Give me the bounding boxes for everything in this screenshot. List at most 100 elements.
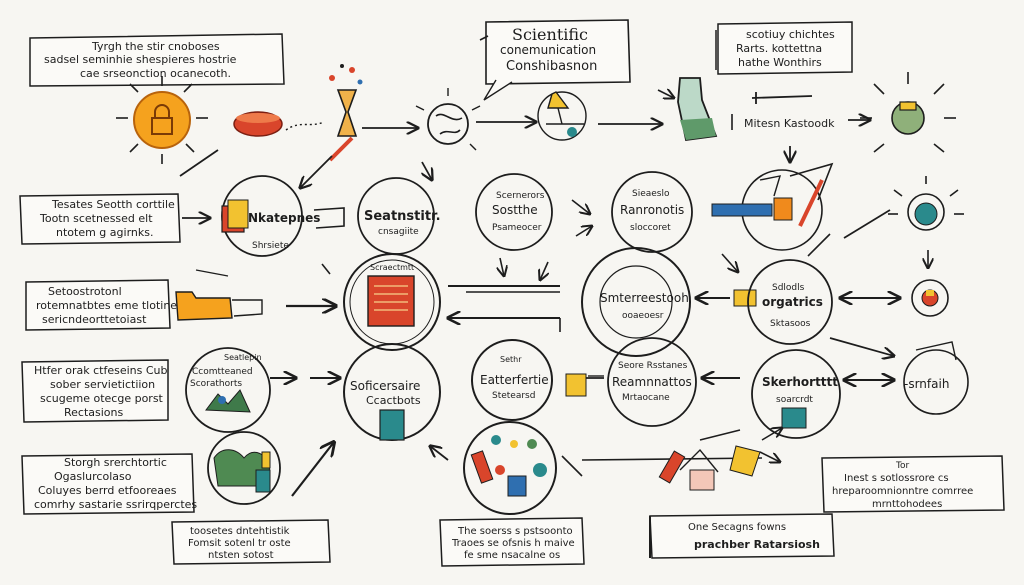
node-row3-e-sub: soarcrdt (776, 395, 813, 405)
globe-icon (415, 88, 481, 151)
doc-tag (565, 373, 587, 397)
connector-dotted (285, 121, 325, 131)
node-row3-f: -srnfaih (903, 341, 969, 415)
node-row3-a-top: Seatlepin (224, 353, 262, 362)
note-bottom-4: Tor Inest s sotlossrore cs hreparoomnion… (821, 455, 1005, 513)
node-row1-b-sub: cnsagiite (378, 227, 419, 237)
note-left-4-line-4: comrhy sastarie ssrirqperctes (34, 498, 197, 511)
node-row1-c-title: Sostthe (492, 203, 538, 217)
note-bottom-1: toosetes dntehtistik Fomsit sotenl tr os… (171, 519, 331, 565)
tools-cluster-icon (711, 162, 834, 251)
note-left-3-line-1: Htfer orak ctfeseins Cub (34, 364, 168, 377)
note-left-3-line-4: Rectasions (64, 406, 124, 419)
node-row1-b-title: Seatnstitr. (364, 209, 441, 224)
note-bottom-2-line-1: The soerss s pstsoonto (457, 526, 573, 537)
note-bottom-4-line-2: Inest s sotlossrore cs (844, 473, 949, 484)
note-left-2-line-3: sericndeorttetoiast (42, 313, 147, 326)
bottom-right-cluster-icon (581, 428, 782, 491)
bulb-right-icon (888, 176, 964, 231)
bulb-small-icon (911, 279, 949, 317)
hourglass-icon (329, 64, 363, 137)
flask-icon (677, 77, 718, 142)
annotation-line (195, 269, 229, 277)
connector-line (561, 455, 583, 477)
note-top-right: scotiuy chichtes Rarts. kottettna hathe … (715, 21, 853, 75)
node-row1-c: Scernerors Sostthe Psameocer (475, 173, 553, 251)
note-left-4-line-3: Coluyes berrd etfooreaes (38, 484, 177, 497)
node-row2-c: Sdlodls orgatrics Sktasoos (747, 259, 833, 345)
note-bottom-4-line-3: hreparoomnionntre comrree (832, 486, 973, 497)
note-left-1: Tesates Seotth corttile Tootn scetnessed… (19, 193, 181, 245)
note-left-1-line-3: ntotem g agirnks. (56, 226, 153, 239)
note-top-right-line-2: Rarts. kottettna (736, 42, 822, 55)
arrow (291, 442, 334, 497)
note-top-left-line-3: cae srseonction ocanecoth. (80, 67, 231, 80)
arrow (571, 199, 590, 214)
node-row3-c-title: Eatterfertie (480, 373, 549, 387)
header-box: Scientific conemunication Conshibasnon (479, 19, 631, 101)
arrow (657, 90, 674, 98)
arrow (422, 161, 432, 180)
note-top-left-line-2: sadsel seminhie shespieres hostrie (44, 53, 237, 66)
node-row3-b: Soficersaire Ccactbots (343, 343, 441, 441)
note-bottom-4-line-1: Tor (895, 461, 909, 471)
node-row1-a-sub: Shrsiete (252, 241, 289, 251)
note-top-right-line-1: scotiuy chichtes (746, 28, 835, 41)
lightbulb-icon (860, 72, 956, 153)
arrow (300, 155, 333, 188)
note-bottom-4-line-4: mrnttohodees (872, 499, 942, 510)
lamp-icon (537, 91, 587, 141)
note-tag (733, 289, 757, 307)
note-top-left: Tyrgh the stir cnoboses sadsel seminhie … (29, 33, 285, 87)
note-bottom-3-line-1: One Secagns fowns (688, 522, 786, 533)
node-row2-c-sub: Sktasoos (770, 319, 811, 329)
arrow (430, 446, 449, 461)
arrow-tick (321, 263, 331, 275)
note-left-4: Storgh srerchtortic Ogaslurcolaso Coluye… (21, 453, 197, 515)
node-row1-d-top: Sieaeslo (632, 189, 670, 199)
pointer-line (328, 136, 354, 162)
node-row3-d-top: Seore Rsstanes (618, 361, 688, 371)
note-bottom-1-line-1: toosetes dntehtistik (190, 526, 290, 537)
note-left-3-line-2: sober servietictiion (50, 378, 155, 391)
note-left-3: Htfer orak ctfeseins Cub sober servietic… (21, 359, 169, 423)
sun-lock-icon (116, 76, 208, 164)
folder-icon (175, 291, 263, 321)
arrow (721, 253, 738, 272)
node-row3-c-sub: Stetearsd (492, 391, 535, 401)
note-left-3-line-3: scugeme otecge porst (40, 392, 164, 405)
flask-label-text: Mitesn Kastoodk (744, 117, 835, 130)
note-top-left-line-1: Tyrgh the stir cnoboses (91, 40, 220, 53)
node-row1-a: Nkatepnes Shrsiete (221, 175, 320, 257)
node-row3-b-title: Soficersaire (350, 379, 420, 393)
connector-line (807, 233, 831, 257)
node-row2-a: Scraectmtt (343, 253, 441, 351)
node-row3-e-title: Skerhortttt (762, 375, 838, 389)
node-row1-c-top: Scernerors (496, 191, 545, 201)
header-line-2: conemunication (500, 43, 596, 57)
note-bottom-3: One Secagns fowns prachber Ratarsiosh (649, 513, 835, 559)
header-line-1: Scientific (512, 25, 588, 44)
lab-tools-icon (463, 421, 557, 515)
note-top-right-line-3: hathe Wonthirs (738, 56, 822, 69)
note-bottom-3-line-2: prachber Ratarsiosh (694, 538, 820, 551)
node-row2-b: Smterreestooh ooaeoesr (581, 247, 691, 357)
node-row2-a-label: Scraectmtt (370, 263, 414, 272)
arrow (575, 226, 592, 237)
node-row1-c-sub: Psameocer (492, 223, 542, 233)
node-row1-d-title: Ranronotis (620, 203, 684, 217)
note-bottom-1-line-2: Fomsit sotenl tr oste (188, 538, 291, 549)
connector-line (179, 149, 219, 177)
connector-line (843, 209, 891, 239)
node-row2-c-title: orgatrics (762, 295, 823, 309)
arrow (829, 337, 894, 356)
center-bracket (448, 257, 561, 332)
note-bottom-2-line-3: fe sme nsacalne os (464, 550, 560, 561)
connector-line (751, 95, 813, 99)
node-row1-b: Seatnstitr. cnsagiite (357, 177, 441, 255)
node-row3-c: Sethr Eatterfertie Stetearsd (471, 339, 553, 421)
node-row3-b-sub: Ccactbots (366, 394, 421, 407)
globe-jar-icon (207, 431, 281, 505)
note-left-1-line-2: Tootn scetnessed elt (39, 212, 153, 225)
